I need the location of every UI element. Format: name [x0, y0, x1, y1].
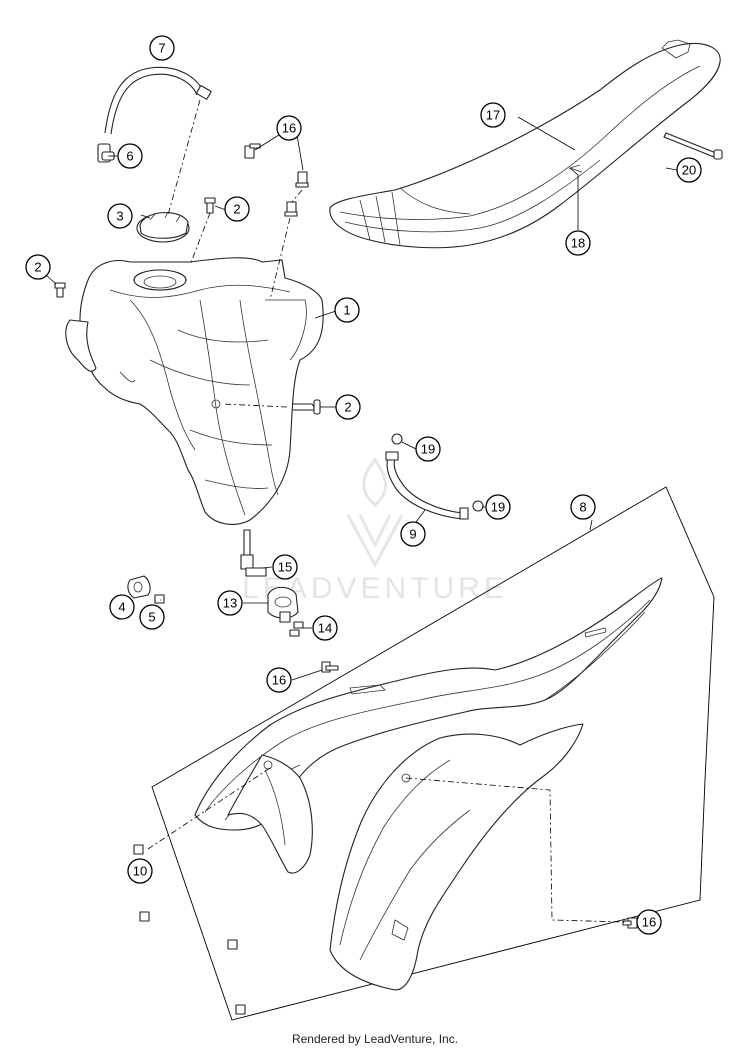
svg-text:10: 10	[133, 864, 147, 879]
callout-9: 9	[400, 521, 426, 547]
part-4-bushing	[127, 575, 151, 599]
svg-text:16: 16	[272, 673, 286, 688]
callout-16-bottom: 16	[636, 909, 662, 935]
callout-1: 1	[334, 297, 360, 323]
svg-text:2: 2	[344, 400, 351, 415]
part-13-fuel-valve	[267, 586, 299, 623]
svg-text:17: 17	[486, 108, 500, 123]
svg-text:14: 14	[318, 621, 332, 636]
callout-19-a: 19	[415, 436, 441, 462]
callout-19-b: 19	[485, 494, 511, 520]
part-6-clip	[97, 143, 115, 163]
svg-text:1: 1	[343, 303, 350, 318]
callout-7: 7	[149, 35, 175, 61]
callout-14: 14	[312, 615, 338, 641]
part-20-seat-bolt	[663, 132, 723, 160]
callout-6: 6	[117, 143, 143, 169]
callout-2-b: 2	[25, 254, 51, 280]
part-8-kit-frame	[151, 486, 715, 1021]
part-19-clamps	[391, 433, 484, 512]
callout-2-c: 2	[335, 394, 361, 420]
part-7-breather-hose	[104, 66, 212, 135]
callout-16-middle: 16	[266, 667, 292, 693]
svg-text:4: 4	[118, 600, 125, 615]
svg-text:18: 18	[571, 236, 585, 251]
svg-text:19: 19	[421, 442, 435, 457]
svg-text:6: 6	[126, 149, 133, 164]
leader-lines	[45, 99, 678, 923]
svg-text:7: 7	[158, 41, 165, 56]
svg-text:3: 3	[116, 209, 123, 224]
part-8-side-panel-left	[227, 754, 313, 874]
svg-text:15: 15	[278, 560, 292, 575]
callout-10: 10	[127, 858, 153, 884]
callout-20: 20	[676, 157, 702, 183]
callout-13: 13	[217, 590, 243, 616]
svg-text:16: 16	[642, 915, 656, 930]
callout-8: 8	[570, 494, 596, 520]
part-8-side-panel-right	[329, 723, 584, 991]
part-16-screw-middle	[321, 661, 339, 673]
part-15-connector	[240, 529, 267, 577]
svg-text:2: 2	[233, 202, 240, 217]
callout-2-a: 2	[224, 196, 250, 222]
callout-4: 4	[109, 594, 135, 620]
svg-text:5: 5	[148, 610, 155, 625]
svg-text:9: 9	[409, 527, 416, 542]
part-3-fuel-cap	[136, 211, 190, 243]
svg-text:13: 13	[223, 596, 237, 611]
callout-5: 5	[139, 604, 165, 630]
svg-text:19: 19	[491, 500, 505, 515]
footer-credit: Rendered by LeadVenture, Inc.	[291, 1032, 459, 1046]
part-5-nut	[154, 594, 165, 604]
part-10-screws	[133, 844, 246, 1015]
part-9-hose	[385, 451, 469, 520]
callout-15: 15	[272, 554, 298, 580]
part-16-screws-top	[244, 143, 309, 217]
svg-text:8: 8	[579, 500, 586, 515]
callout-16-top: 16	[276, 115, 302, 141]
part-14-screw	[289, 621, 304, 637]
part-17-seat	[329, 39, 721, 249]
part-2-bolts	[54, 197, 321, 415]
svg-text:16: 16	[282, 121, 296, 136]
svg-text:20: 20	[682, 163, 696, 178]
callout-17: 17	[480, 102, 506, 128]
callout-3: 3	[107, 203, 133, 229]
callout-18: 18	[565, 230, 591, 256]
svg-text:2: 2	[34, 260, 41, 275]
part-1-fuel-tank	[65, 257, 324, 525]
